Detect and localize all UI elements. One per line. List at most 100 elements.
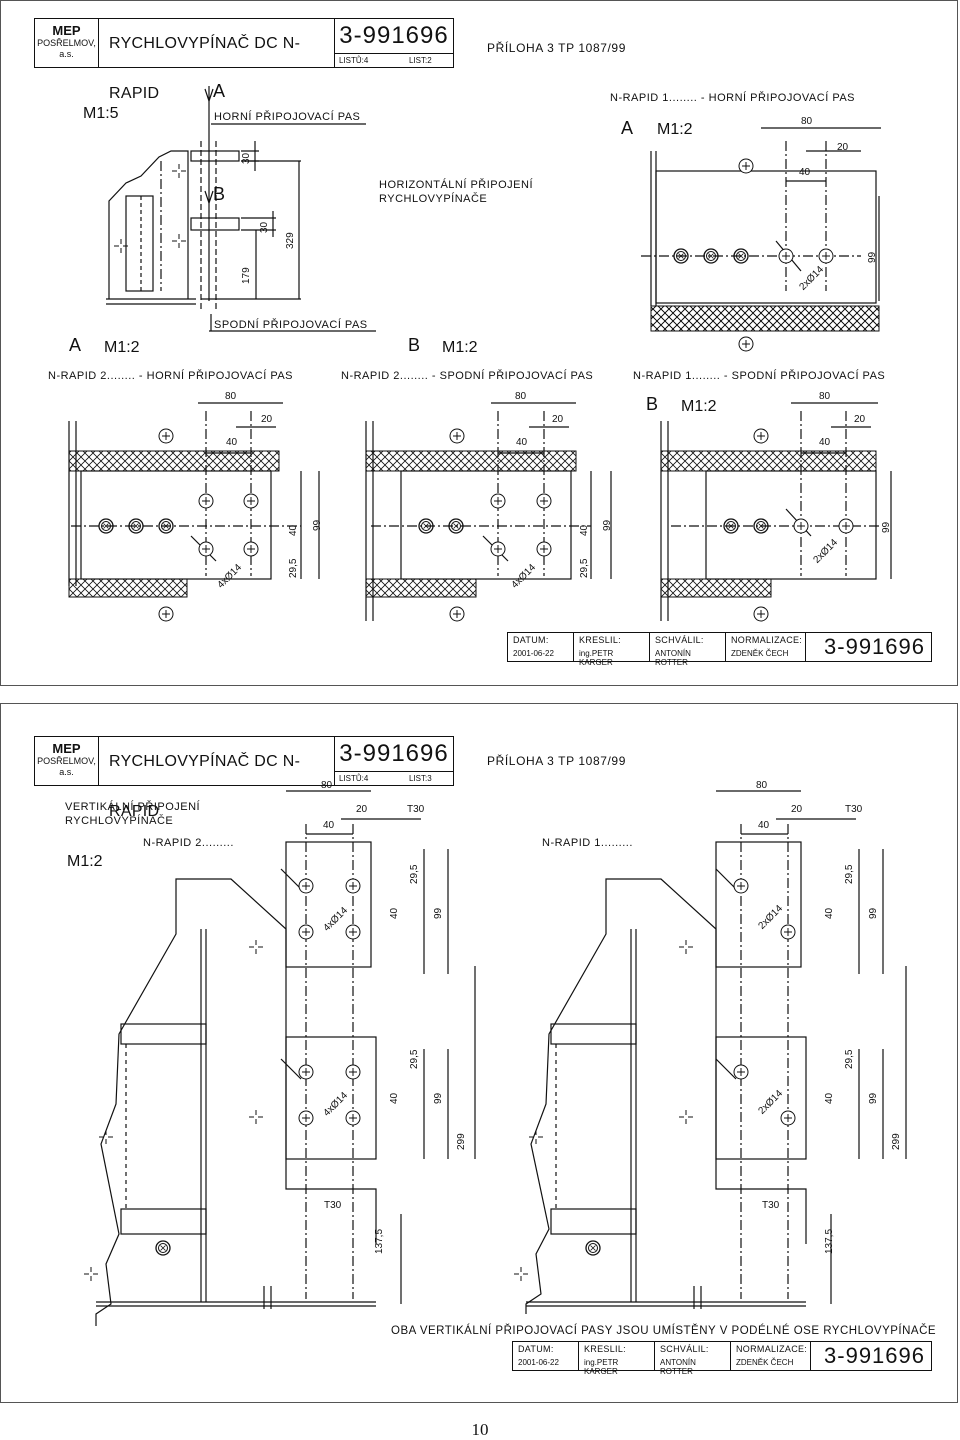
- footer-approved-cell: SCHVÁLIL: ANTONÍN ROTTER: [655, 1342, 731, 1376]
- view-a-right-title: N-RAPID 1........ - HORNÍ PŘIPOJOVACÍ PA…: [610, 92, 856, 104]
- approved-key: SCHVÁLIL:: [660, 1344, 709, 1354]
- dim-329: 329: [285, 232, 296, 249]
- scale-label: M1:2: [67, 853, 103, 870]
- dim-179: 179: [241, 267, 252, 284]
- sheet2-linework: [83, 790, 907, 1326]
- drawing-sheet-2: MEP POSŘELMOV, a.s. RYCHLOVYPÍNAČ DC N-R…: [0, 0, 958, 686]
- dim-t30-r: T30: [845, 804, 863, 815]
- dim-80-r: 80: [756, 780, 768, 791]
- date-key: DATUM:: [513, 635, 549, 645]
- dim-99-c: 99: [602, 519, 613, 531]
- dim-299-r: 299: [891, 1133, 902, 1150]
- nrapid2-label: N-RAPID 2.........: [143, 837, 234, 849]
- dim-40-l2: 40: [389, 1092, 400, 1104]
- company-sub1: POSŘELMOV,: [37, 38, 96, 48]
- approved-value: ANTONÍN ROTTER: [655, 649, 691, 667]
- dim-1375-l: 137,5: [374, 1228, 385, 1254]
- dim-80-a: 80: [801, 116, 813, 127]
- sheet-index: LIST:3: [409, 774, 432, 783]
- note-label: OBA VERTIKÁLNÍ PŘIPOJOVACÍ PASY JSOU UMÍ…: [391, 1325, 937, 1337]
- company-name: MEP: [52, 23, 81, 38]
- title-block: MEP POSŘELMOV, a.s. RYCHLOVYPÍNAČ DC N-R…: [34, 736, 454, 820]
- norm-key: NORMALIZACE:: [736, 1344, 808, 1354]
- norm-key: NORMALIZACE:: [731, 635, 803, 645]
- dim-20-b: 20: [261, 414, 273, 425]
- footer-block: DATUM: 2001-06-22 KRESLIL: ing.PETR KARG…: [512, 1341, 932, 1376]
- row2-title-3: N-RAPID 1........ - SPODNÍ PŘIPOJOVACÍ P…: [633, 370, 886, 382]
- dim-99-a: 99: [867, 251, 878, 263]
- company-cell: MEP POSŘELMOV, a.s.: [35, 19, 99, 67]
- product-name: RYCHLOVYPÍNAČ DC N-RAPID: [99, 19, 335, 102]
- drawn-key: KRESLIL:: [584, 1344, 626, 1354]
- sheet-count-row: LISTŮ:4 LIST:2: [335, 54, 453, 68]
- view-a-left-scale: M1:2: [104, 339, 140, 356]
- footer-norm-cell: NORMALIZACE: ZDENĚK ČECH: [726, 633, 806, 661]
- product-name: RYCHLOVYPÍNAČ DC N-RAPID: [99, 737, 335, 820]
- row2-title-1: N-RAPID 2........ - HORNÍ PŘIPOJOVACÍ PA…: [48, 370, 294, 382]
- dim-99-l1: 99: [433, 907, 444, 919]
- footer-drawing-number: 3-991696: [824, 1343, 925, 1368]
- view-b-right-letter: B: [646, 394, 659, 414]
- page-number: 10: [471, 1420, 489, 1439]
- dim-40-l1: 40: [389, 907, 400, 919]
- sheet-count: LISTŮ:4: [339, 56, 369, 65]
- dim-80-c: 80: [515, 391, 527, 402]
- company-sub2: a.s.: [59, 767, 74, 777]
- sheet-index: LIST:2: [409, 56, 432, 65]
- view-b-mid-letter: B: [408, 335, 421, 355]
- dim-20-r: 20: [791, 804, 803, 815]
- date-key: DATUM:: [518, 1344, 554, 1354]
- dim-99-r1: 99: [868, 907, 879, 919]
- view-a-right-scale: M1:2: [657, 121, 693, 138]
- drawing-number: 3-991696: [335, 19, 453, 54]
- footer-date-cell: DATUM: 2001-06-22: [508, 633, 574, 661]
- drawn-value: ing.PETR KARGER: [584, 1358, 619, 1376]
- norm-value: ZDENĚK ČECH: [736, 1358, 794, 1367]
- dim-1375-r: 137,5: [824, 1228, 835, 1254]
- view-b-right-scale: M1:2: [681, 398, 717, 415]
- drawn-key: KRESLIL:: [579, 635, 621, 645]
- company-sub1: POSŘELMOV,: [37, 756, 96, 766]
- footer-block: DATUM: 2001-06-22 KRESLIL: ing.PETR KARG…: [507, 632, 932, 667]
- dim-40-d: 40: [819, 437, 831, 448]
- dim-295-r1: 29,5: [844, 864, 855, 884]
- title-block: MEP POSŘELMOV, a.s. RYCHLOVYPÍNAČ DC N-R…: [34, 18, 454, 102]
- dim-80-l: 80: [321, 780, 333, 791]
- dim-30b: 30: [259, 221, 270, 233]
- dim-295-r2: 29,5: [844, 1049, 855, 1069]
- dim-40-c: 40: [516, 437, 528, 448]
- view-b-mid-scale: M1:2: [442, 339, 478, 356]
- dim-40-cv: 40: [579, 524, 590, 536]
- date-value: 2001-06-22: [518, 1358, 559, 1367]
- dim-40-r2: 40: [824, 1092, 835, 1104]
- footer-approved-cell: SCHVÁLIL: ANTONÍN ROTTER: [650, 633, 726, 667]
- dim-20-a: 20: [837, 142, 849, 153]
- company-cell: MEP POSŘELMOV, a.s.: [35, 737, 99, 785]
- dim-99-d: 99: [881, 521, 892, 533]
- date-value: 2001-06-22: [513, 649, 554, 658]
- dim-295-l1: 29,5: [409, 864, 420, 884]
- norm-value: ZDENĚK ČECH: [731, 649, 789, 658]
- dim-40-b: 40: [226, 437, 238, 448]
- view-a-left-letter: A: [69, 335, 82, 355]
- sheet-count-row: LISTŮ:4 LIST:3: [335, 772, 453, 786]
- dim-40-bv: 40: [288, 524, 299, 536]
- dim-80-d: 80: [819, 391, 831, 402]
- view-a-marker: A: [213, 81, 226, 101]
- lower-pad-label: SPODNÍ PŘIPOJOVACÍ PAS: [214, 319, 368, 331]
- dim-t30-l: T30: [407, 804, 425, 815]
- dim-99-r2: 99: [868, 1092, 879, 1104]
- dim-40-a: 40: [799, 167, 811, 178]
- dim-40-r: 40: [758, 820, 770, 831]
- dim-30: 30: [241, 152, 252, 164]
- dim-40-l: 40: [323, 820, 335, 831]
- dim-40-r1: 40: [824, 907, 835, 919]
- dim-t30-l2: T30: [324, 1200, 342, 1211]
- dim-99-l2: 99: [433, 1092, 444, 1104]
- company-name: MEP: [52, 741, 81, 756]
- annex-label: PŘÍLOHA 3 TP 1087/99: [487, 754, 626, 768]
- view-a-right-letter: A: [621, 118, 634, 138]
- scale-main: M1:5: [83, 105, 119, 122]
- dim-99-b: 99: [312, 519, 323, 531]
- dim-80-b: 80: [225, 391, 237, 402]
